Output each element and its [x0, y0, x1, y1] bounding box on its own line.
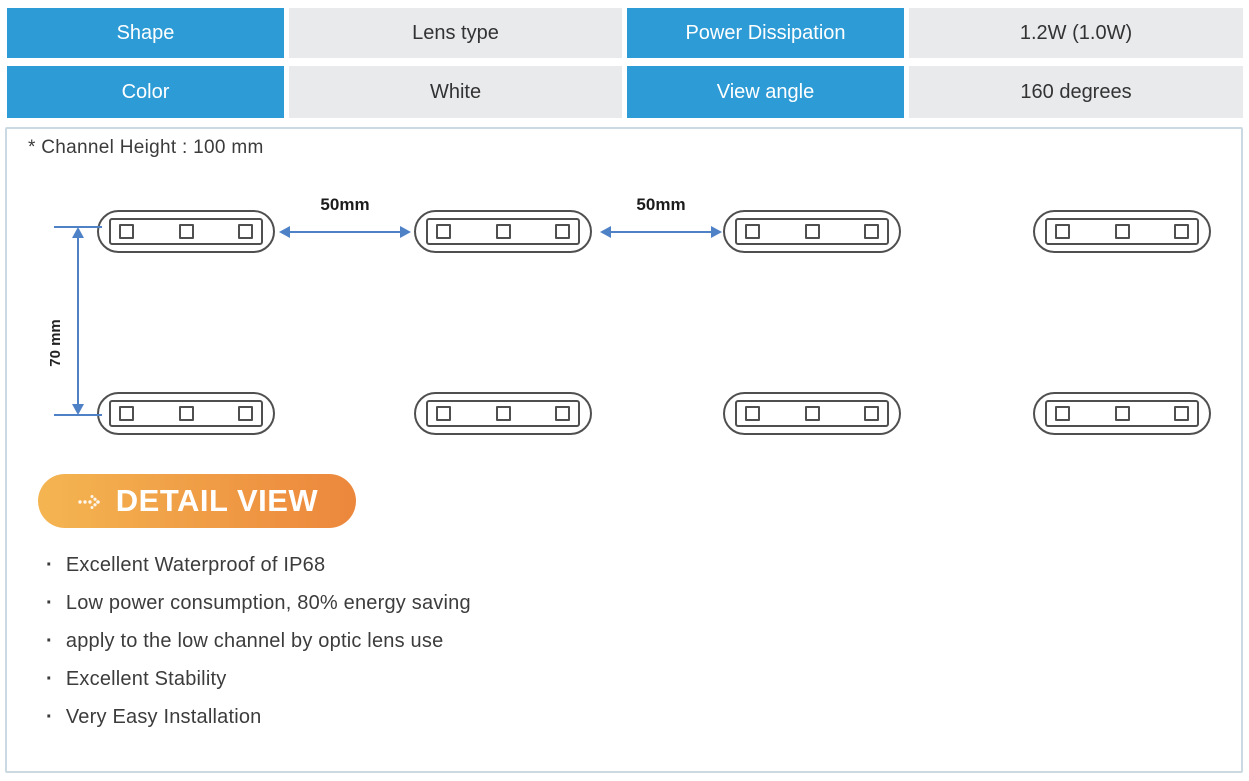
led-module: [414, 210, 592, 253]
spec-header-power-dissipation: Power Dissipation: [627, 8, 904, 58]
led-module-body: [735, 400, 889, 427]
horizontal-spacing-label: 50mm: [320, 195, 370, 214]
spec-value-power-dissipation: 1.2W (1.0W): [909, 8, 1243, 58]
led-module: [1033, 392, 1211, 435]
led-chip: [1174, 224, 1189, 239]
led-module-body: [109, 400, 263, 427]
led-module-body: [735, 218, 889, 245]
led-chip: [745, 406, 760, 421]
feature-item: · Very Easy Installation: [46, 706, 471, 728]
feature-item: · Low power consumption, 80% energy savi…: [46, 592, 471, 614]
led-chip: [864, 406, 879, 421]
led-chip: [1055, 224, 1070, 239]
led-chip: [1114, 406, 1130, 421]
led-chip: [436, 224, 451, 239]
led-chip: [238, 224, 253, 239]
led-module: [414, 392, 592, 435]
dimension-cap-bottom: [54, 414, 102, 416]
feature-text: Very Easy Installation: [65, 706, 262, 728]
led-chip: [864, 224, 879, 239]
led-chip: [1174, 406, 1189, 421]
feature-text: Excellent Waterproof of IP68: [65, 554, 326, 576]
led-module: [1033, 210, 1211, 253]
dotted-right-arrow-icon: [76, 489, 104, 515]
led-chip: [1114, 224, 1130, 239]
led-chip: [238, 406, 253, 421]
led-module: [723, 210, 901, 253]
feature-list: · Excellent Waterproof of IP68 · Low pow…: [46, 554, 471, 744]
led-chip: [555, 224, 570, 239]
led-module-body: [109, 218, 263, 245]
bullet-dot: ·: [46, 668, 53, 690]
led-chip: [804, 224, 820, 239]
feature-item: · Excellent Stability: [46, 668, 471, 690]
led-chip: [119, 406, 134, 421]
feature-item: · Excellent Waterproof of IP68: [46, 554, 471, 576]
detail-view-badge: DETAIL VIEW: [38, 474, 356, 528]
feature-text: apply to the low channel by optic lens u…: [65, 630, 444, 652]
led-module-body: [426, 400, 580, 427]
led-module-body: [426, 218, 580, 245]
spec-value-color: White: [289, 66, 622, 118]
bullet-dot: ·: [46, 706, 53, 728]
spec-header-shape: Shape: [7, 8, 284, 58]
led-module: [97, 392, 275, 435]
led-chip: [804, 406, 820, 421]
led-chip: [495, 406, 511, 421]
led-chip: [436, 406, 451, 421]
led-module-body: [1045, 400, 1199, 427]
bullet-dot: ·: [46, 630, 53, 652]
led-chip: [1055, 406, 1070, 421]
vertical-spacing-label: 70 mm: [47, 319, 64, 367]
vertical-dimension-arrow: [72, 227, 84, 415]
horizontal-dimension-arrow: [600, 226, 722, 238]
bullet-dot: ·: [46, 554, 53, 576]
bullet-dot: ·: [46, 592, 53, 614]
feature-text: Low power consumption, 80% energy saving: [65, 592, 471, 614]
channel-height-note: * Channel Height : 100 mm: [28, 137, 264, 158]
led-module: [723, 392, 901, 435]
led-chip: [555, 406, 570, 421]
led-module-body: [1045, 218, 1199, 245]
horizontal-dimension-arrow: [279, 226, 411, 238]
spec-header-view-angle: View angle: [627, 66, 904, 118]
spec-value-view-angle: 160 degrees: [909, 66, 1243, 118]
spec-header-color: Color: [7, 66, 284, 118]
detail-view-label: DETAIL VIEW: [115, 483, 319, 518]
spec-value-shape: Lens type: [289, 8, 622, 58]
led-module: [97, 210, 275, 253]
led-chip: [495, 224, 511, 239]
led-chip: [178, 224, 194, 239]
led-chip: [119, 224, 134, 239]
led-chip: [745, 224, 760, 239]
feature-text: Excellent Stability: [65, 668, 227, 690]
feature-item: · apply to the low channel by optic lens…: [46, 630, 471, 652]
led-chip: [178, 406, 194, 421]
horizontal-spacing-label: 50mm: [636, 195, 686, 214]
